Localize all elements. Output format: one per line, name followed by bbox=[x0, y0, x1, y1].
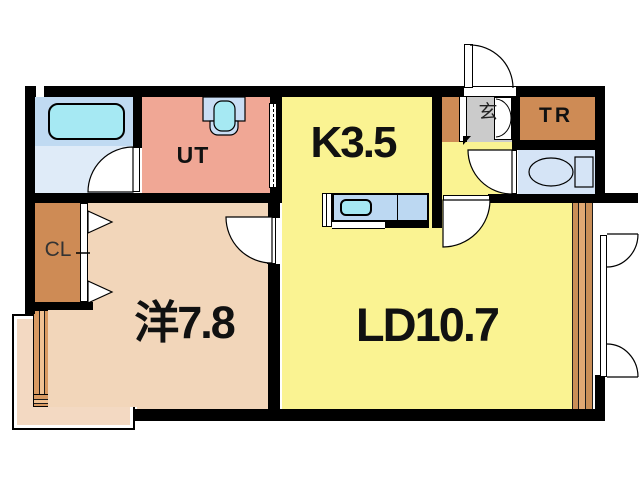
bath-door-leaf bbox=[129, 147, 140, 192]
kitchen-counter-edge bbox=[385, 221, 429, 228]
closet bbox=[35, 203, 80, 302]
room-western-floor-edge bbox=[137, 395, 268, 410]
wall-bath-ut bbox=[133, 97, 142, 148]
wall-top-left bbox=[25, 86, 463, 97]
wall-under-bath-ut bbox=[25, 193, 282, 203]
shoe-cabinet bbox=[440, 95, 460, 142]
wall-right-stub bbox=[595, 193, 638, 203]
wall-right-upper bbox=[595, 86, 605, 203]
wall-toilet-bottom bbox=[488, 194, 605, 203]
toilet-door-leaf bbox=[509, 150, 517, 194]
right-window-pane bbox=[600, 235, 607, 377]
entrance-door-swing bbox=[469, 44, 514, 89]
toilet-room bbox=[518, 150, 595, 194]
kitchen-sink bbox=[340, 199, 372, 216]
room-living-dining bbox=[282, 203, 572, 410]
label-closet: CL bbox=[44, 238, 72, 261]
wall-right-lower bbox=[595, 375, 605, 421]
kitchen-counter-lines bbox=[332, 221, 385, 229]
wall-bottom bbox=[135, 409, 605, 421]
wall-trunk-toilet bbox=[512, 140, 595, 150]
label-living-dining: LD10.7 bbox=[355, 298, 500, 351]
hall-ld-door-leaf bbox=[443, 195, 490, 203]
label-kitchen: K3.5 bbox=[310, 118, 398, 167]
label-entrance: 玄 bbox=[478, 102, 498, 123]
label-trunk: TR bbox=[539, 104, 573, 127]
kitchen-counter-divider bbox=[397, 194, 398, 221]
bath-window bbox=[36, 86, 44, 97]
wall-genkan-trunk bbox=[512, 88, 520, 145]
wall-under-closet bbox=[25, 302, 93, 310]
casement-window-top bbox=[606, 233, 639, 268]
western-door-leaf bbox=[267, 217, 276, 264]
shoe-cabinet-front bbox=[459, 95, 467, 142]
closet-door-strip bbox=[80, 203, 88, 302]
window-right-strips bbox=[572, 203, 593, 410]
bathroom-floor bbox=[35, 146, 133, 193]
wall-west-ld-stub bbox=[268, 203, 280, 218]
casement-window-bottom bbox=[606, 343, 639, 378]
label-western-room: 洋7.8 bbox=[134, 297, 236, 348]
kitchen-vent-strip bbox=[322, 193, 332, 227]
entrance-door-leaf bbox=[464, 44, 473, 88]
trunk-room bbox=[520, 97, 595, 140]
label-utility: UT bbox=[176, 142, 210, 168]
sliding-door-dash bbox=[273, 104, 274, 187]
wall-top-right bbox=[517, 86, 605, 97]
sliding-door-ut-kitchen bbox=[269, 103, 277, 188]
wall-kitchen-entrance bbox=[432, 88, 442, 228]
bathtub bbox=[48, 103, 125, 140]
wall-west-ld bbox=[268, 264, 280, 410]
room-kitchen bbox=[282, 97, 432, 203]
